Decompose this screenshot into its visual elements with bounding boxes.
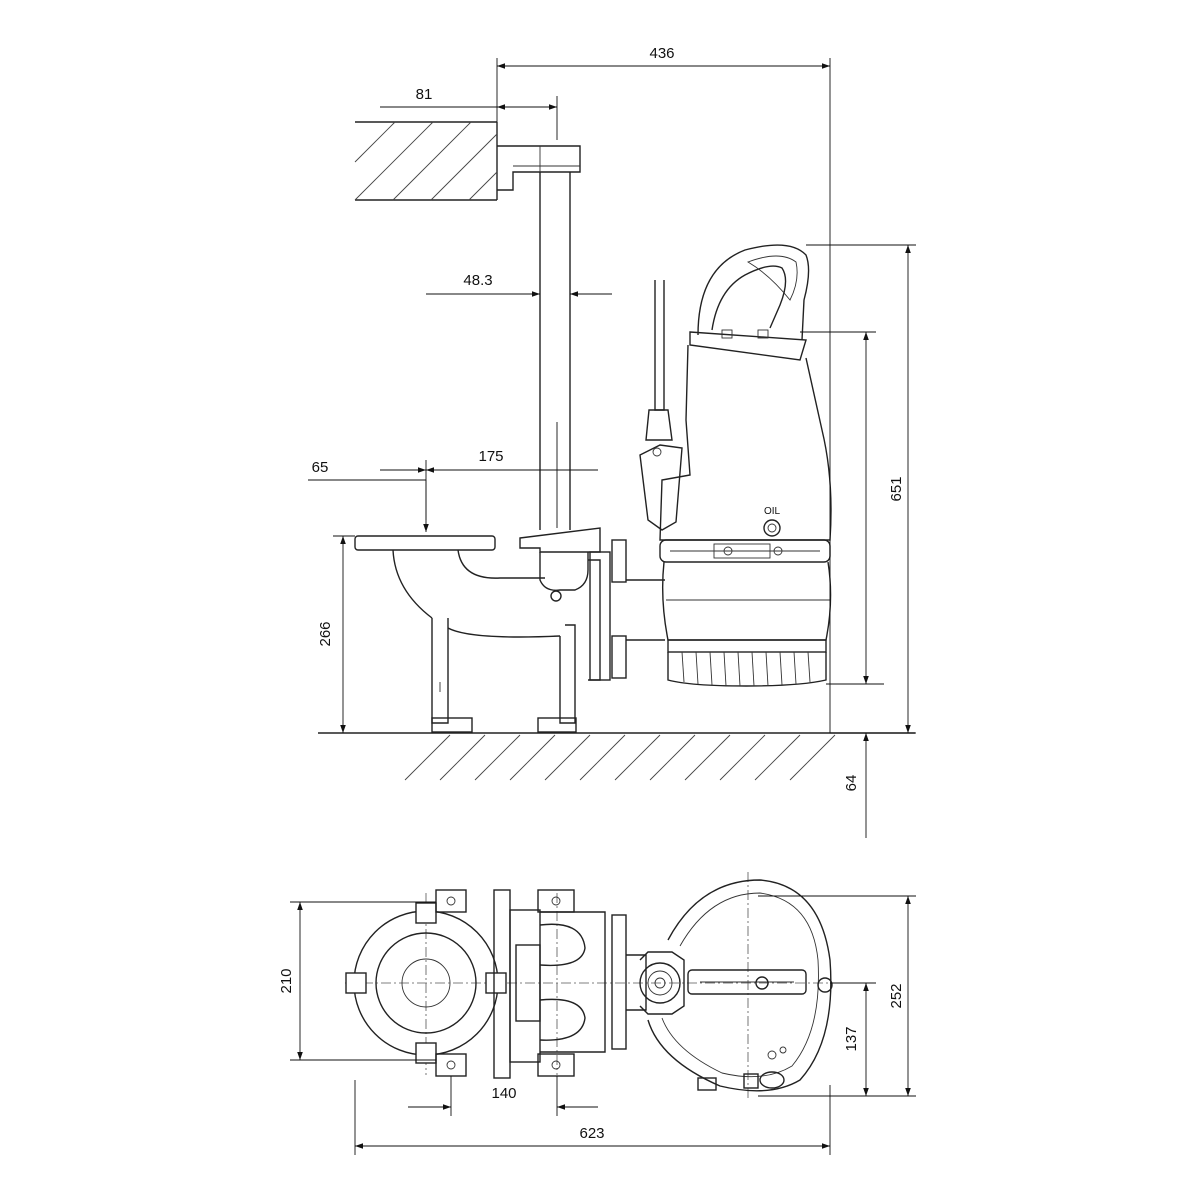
- dim-48-3: 48.3: [463, 272, 492, 289]
- side-dimensions: 436 81 48.3 175 65 266: [308, 45, 916, 838]
- dim-266: 266: [317, 621, 334, 646]
- top-view: 210 140 623 252 137: [278, 872, 916, 1155]
- guide-pipe: [497, 145, 581, 530]
- dim-137: 137: [843, 1026, 860, 1051]
- dim-64: 64: [843, 775, 860, 792]
- wall-hatched: [354, 121, 498, 201]
- dim-140: 140: [491, 1085, 516, 1102]
- dim-623: 623: [579, 1125, 604, 1142]
- pump-coupling: [519, 527, 665, 681]
- pump-top: [639, 879, 833, 1092]
- pump-body: OIL: [639, 244, 832, 687]
- dim-81: 81: [416, 86, 433, 103]
- base-plate-top: [493, 889, 647, 1079]
- top-dimensions: 210 140 623 252 137: [278, 895, 916, 1155]
- dim-651: 651: [888, 476, 905, 501]
- duckfoot-bend: [354, 535, 577, 733]
- dim-252: 252: [888, 983, 905, 1008]
- oil-label: OIL: [764, 506, 781, 517]
- side-view: OIL: [308, 45, 916, 838]
- dim-210: 210: [278, 968, 295, 993]
- dim-65: 65: [312, 459, 329, 476]
- dim-175: 175: [478, 448, 503, 465]
- dim-436: 436: [649, 45, 674, 62]
- discharge-flange-top: [345, 889, 507, 1077]
- floor-hatched: [318, 732, 915, 781]
